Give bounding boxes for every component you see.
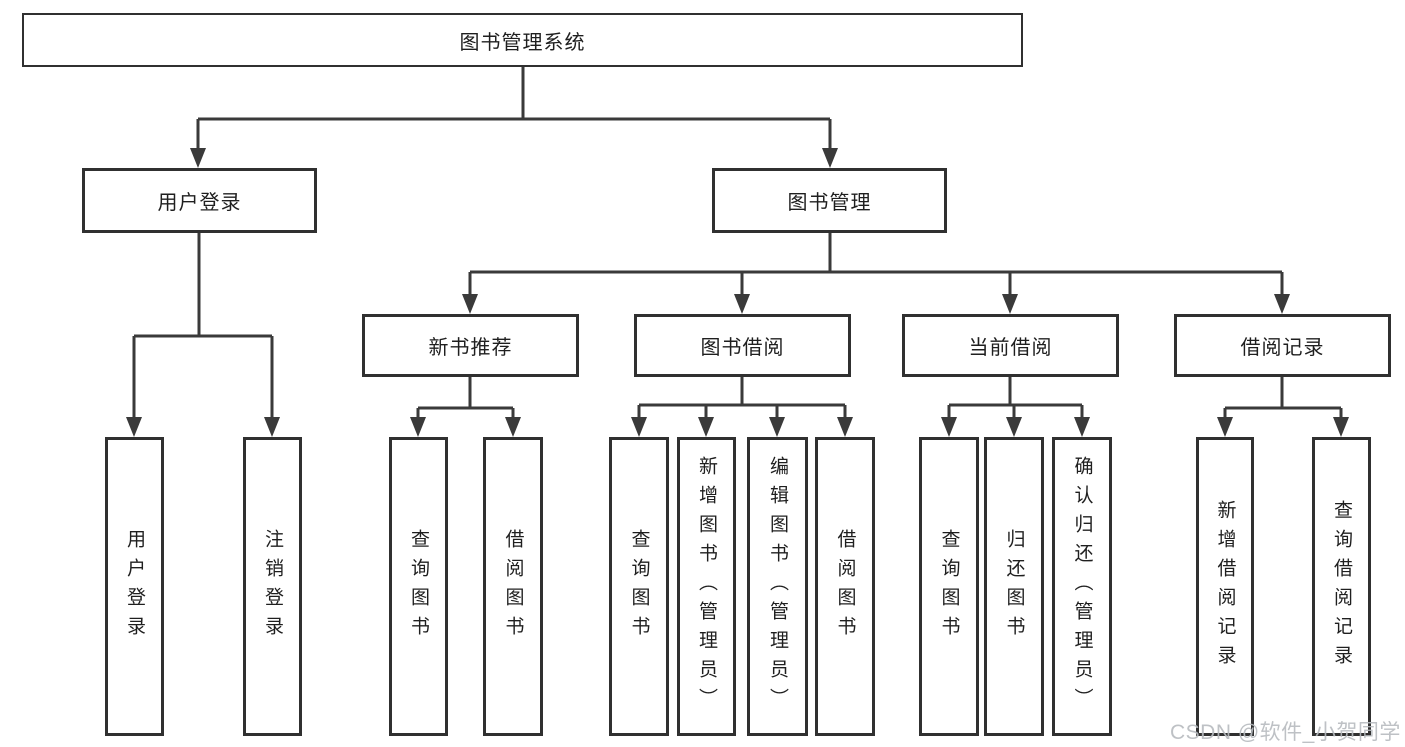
node-new-book-recommendation: 新书推荐 (362, 314, 579, 377)
leaf-label: 确认归还（管理员） (1071, 456, 1093, 717)
leaf-label: 查询图书 (628, 528, 650, 645)
leaf-borrow-add-books-admin: 新增图书（管理员） (677, 437, 736, 736)
leaf-label: 借阅图书 (834, 528, 856, 645)
node-root: 图书管理系统 (22, 13, 1023, 67)
leaf-label: 注销登录 (262, 528, 283, 645)
watermark: CSDN @软件_小贺同学 (1170, 721, 1401, 744)
leaf-borrow-edit-books-admin: 编辑图书（管理员） (747, 437, 808, 736)
leaf-label: 新增图书（管理员） (696, 456, 717, 717)
leaf-label: 查询借阅记录 (1331, 499, 1352, 674)
leaf-label: 查询图书 (408, 528, 429, 645)
connector-lines (132, 67, 1343, 421)
node-borrowing-records: 借阅记录 (1174, 314, 1391, 377)
leaf-borrow-borrow-books: 借阅图书 (815, 437, 875, 736)
node-label: 借阅记录 (1240, 337, 1325, 359)
leaf-current-query-books: 查询图书 (919, 437, 979, 736)
leaf-current-confirm-return-admin: 确认归还（管理员） (1052, 437, 1112, 736)
node-label: 当前借阅 (968, 337, 1053, 359)
leaf-records-query-record: 查询借阅记录 (1312, 437, 1371, 736)
leaf-rec-borrow-books: 借阅图书 (483, 437, 543, 736)
leaf-label: 归还图书 (1003, 528, 1025, 645)
leaf-label: 用户登录 (124, 528, 145, 645)
leaf-label: 查询图书 (938, 528, 960, 645)
node-label: 新书推荐 (428, 337, 513, 359)
leaf-current-return-books: 归还图书 (984, 437, 1044, 736)
node-current-borrowing: 当前借阅 (902, 314, 1119, 377)
node-label: 用户登录 (157, 192, 242, 214)
leaf-borrow-query-books: 查询图书 (609, 437, 669, 736)
node-label: 图书管理 (787, 192, 872, 214)
leaf-rec-query-books: 查询图书 (389, 437, 448, 736)
leaf-label: 编辑图书（管理员） (767, 456, 788, 717)
node-book-management: 图书管理 (712, 168, 947, 233)
leaf-label: 借阅图书 (502, 528, 524, 645)
leaf-records-add-record: 新增借阅记录 (1196, 437, 1254, 736)
leaf-user-login: 用户登录 (105, 437, 164, 736)
node-book-borrowing: 图书借阅 (634, 314, 851, 377)
node-user-login: 用户登录 (82, 168, 317, 233)
node-label: 图书借阅 (700, 337, 785, 359)
leaf-logout-login: 注销登录 (243, 437, 302, 736)
node-label: 图书管理系统 (459, 31, 586, 54)
leaf-label: 新增借阅记录 (1214, 499, 1236, 674)
